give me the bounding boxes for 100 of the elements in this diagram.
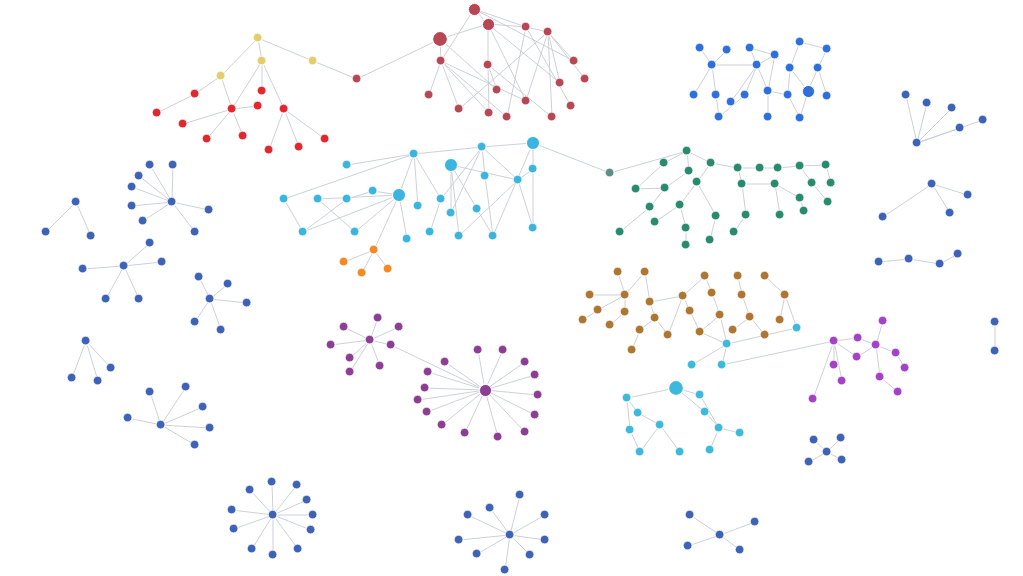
node-circle: [650, 217, 660, 227]
connector-line: [306, 197, 393, 231]
connector-line: [285, 202, 302, 229]
node-circle: [823, 197, 833, 207]
node-circle: [292, 480, 302, 490]
node-circle: [953, 249, 963, 259]
connector-line: [775, 188, 780, 211]
node-circle: [528, 164, 538, 174]
node-circle: [622, 393, 632, 403]
connector-line: [691, 536, 717, 545]
node-circle: [695, 390, 705, 400]
connector-line: [375, 200, 397, 247]
connector-line: [492, 511, 508, 532]
connector-line: [760, 56, 772, 64]
connector-line: [550, 35, 583, 76]
connector-line: [768, 59, 775, 87]
node-circle: [689, 90, 699, 100]
connector-line: [126, 245, 148, 264]
connector-line: [163, 390, 184, 422]
connector-line: [351, 343, 369, 369]
node-circle: [668, 380, 684, 396]
connector-line: [486, 395, 498, 434]
connector-line: [764, 167, 774, 169]
connector-line: [422, 390, 480, 400]
node-circle: [750, 517, 760, 527]
connector-line: [490, 375, 532, 389]
connector-line: [526, 35, 548, 98]
node-circle: [580, 74, 590, 84]
node-circle: [472, 549, 482, 559]
node-circle: [339, 322, 349, 332]
node-circle: [446, 208, 456, 218]
node-circle: [547, 112, 557, 122]
connector-line: [442, 64, 458, 106]
node-circle: [444, 158, 458, 172]
connector-line: [128, 262, 158, 266]
connector-line: [772, 91, 784, 95]
connector-line: [413, 158, 419, 202]
connector-line: [816, 442, 825, 450]
connector-line: [487, 69, 490, 109]
node-circle: [460, 428, 470, 438]
node-circle: [613, 267, 623, 277]
node-circle: [775, 315, 785, 325]
connector-line: [211, 302, 220, 327]
node-circle: [829, 336, 839, 346]
connector-line: [377, 191, 393, 195]
connector-line: [447, 25, 483, 38]
connector-line: [443, 14, 471, 58]
node-circle: [521, 96, 531, 106]
connector-line: [479, 11, 571, 60]
connector-line: [430, 391, 480, 411]
node-circle: [874, 257, 884, 267]
node-circle: [41, 227, 51, 237]
node-circle: [741, 210, 751, 220]
node-circle: [808, 394, 818, 404]
connector-line: [253, 518, 272, 546]
node-circle: [875, 372, 885, 382]
node-circle: [792, 323, 802, 333]
connector-line: [505, 539, 510, 566]
connector-line: [791, 45, 799, 65]
node-circle: [253, 101, 263, 111]
connector-line: [418, 147, 478, 154]
connector-line: [136, 202, 168, 206]
connector-line: [624, 299, 626, 308]
node-circle: [268, 550, 278, 560]
node-circle: [521, 22, 531, 32]
node-circle: [194, 272, 204, 282]
node-circle: [402, 234, 412, 244]
node-circle: [392, 188, 406, 202]
node-circle: [298, 227, 308, 237]
node-circle: [615, 227, 625, 237]
node-circle: [813, 63, 823, 73]
connector-line: [510, 499, 520, 531]
connector-line: [800, 96, 807, 115]
node-circle: [804, 457, 814, 467]
connector-line: [753, 48, 772, 55]
node-circle: [785, 63, 795, 73]
node-circle: [935, 259, 945, 269]
node-circle: [675, 447, 685, 457]
connector-line: [720, 319, 727, 340]
node-circle: [645, 297, 655, 307]
node-circle: [313, 194, 323, 204]
connector-line: [125, 269, 138, 296]
connector-line: [778, 185, 797, 197]
node-circle: [770, 179, 780, 189]
connector-line: [618, 275, 625, 292]
connector-line: [658, 207, 677, 220]
connector-line: [135, 188, 169, 201]
connector-line: [547, 36, 553, 113]
connector-line: [457, 166, 514, 180]
node-circle: [478, 383, 492, 397]
connector-line: [431, 202, 440, 229]
node-circle: [67, 373, 77, 383]
node-circle: [947, 103, 957, 113]
node-circle: [900, 363, 910, 373]
connector-line: [886, 186, 929, 215]
connector-line: [685, 232, 687, 241]
connector-line: [514, 535, 541, 540]
node-circle: [413, 395, 423, 405]
connector-line: [198, 78, 218, 92]
connector-line: [518, 183, 533, 225]
